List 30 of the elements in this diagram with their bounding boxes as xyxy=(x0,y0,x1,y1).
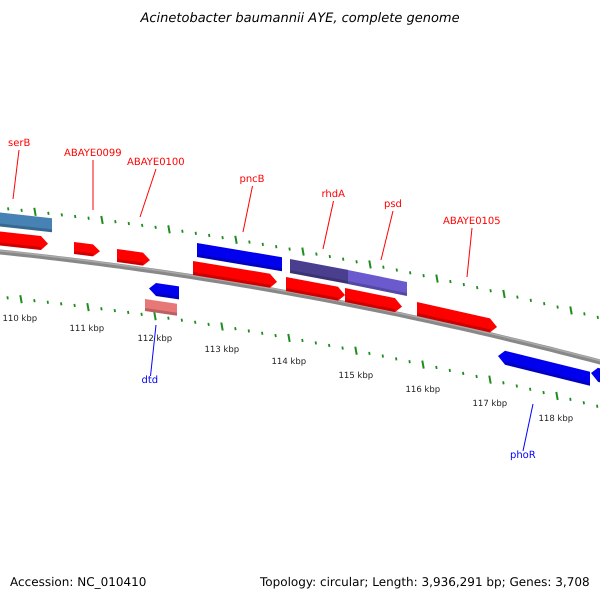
position-label: 113 kbp xyxy=(204,346,240,354)
leader-line xyxy=(466,228,472,278)
position-label: 112 kbp xyxy=(138,335,172,344)
footer-text: Topology: circular; Length: 3,936,291 bp; Genes: 3,708 xyxy=(260,576,590,588)
leader-line xyxy=(322,200,334,250)
position-label: 116 kbp xyxy=(406,386,440,394)
position-label: 114 kbp xyxy=(272,358,306,366)
leader-line xyxy=(380,210,394,260)
leader-line xyxy=(140,168,156,218)
leader-line xyxy=(150,324,156,376)
position-label: 118 kbp xyxy=(538,415,574,424)
gene-label: ABAYE0100 xyxy=(127,158,185,168)
gene-label: serB xyxy=(8,139,30,149)
position-label: 110 kbp xyxy=(2,315,38,324)
gene-label: pncB xyxy=(240,175,265,185)
gene-label: rhdA xyxy=(322,190,345,200)
leader-line xyxy=(12,150,20,200)
leader-line xyxy=(92,160,94,210)
gene-label: dtd xyxy=(142,376,158,386)
gene-label: psd xyxy=(384,200,402,210)
gene-label: ABAYE0099 xyxy=(64,149,122,159)
position-label: 115 kbp xyxy=(338,372,374,380)
leader-line xyxy=(242,186,253,232)
title: Acinetobacter baumannii AYE, complete genome xyxy=(140,12,460,25)
leader-line xyxy=(522,404,534,452)
gene-label: phoR xyxy=(510,451,536,461)
gene-label: ABAYE0105 xyxy=(443,217,501,227)
position-label: 111 kbp xyxy=(70,325,104,334)
footer-text: Accession: NC_010410 xyxy=(10,576,146,588)
position-label: 117 kbp xyxy=(472,400,508,408)
